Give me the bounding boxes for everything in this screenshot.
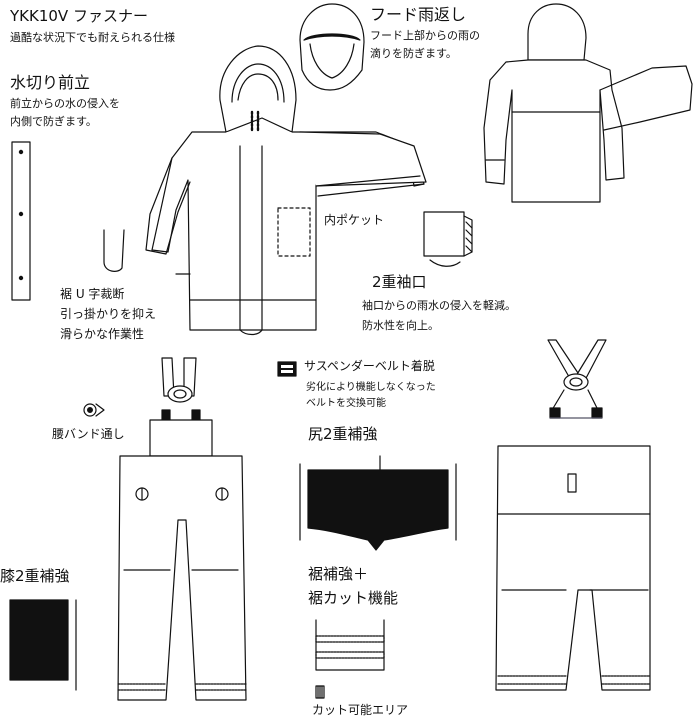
- waist-band-label: 腰バンド通し: [52, 427, 125, 441]
- hem-reinforce-line-1: 裾補強＋: [308, 565, 369, 583]
- jacket-front-illustration: [146, 46, 426, 335]
- overalls-front-illustration: [84, 358, 246, 700]
- double-cuff-desc-2: 防水性を向上。: [362, 319, 439, 332]
- hem-cut-line-3: 滑らかな作業性: [60, 327, 145, 341]
- hem-reinforce-detail: [316, 620, 384, 698]
- hood-closeup-illustration: [300, 4, 364, 90]
- suspender-icon-shape: [278, 362, 296, 376]
- knee-patch: [10, 600, 76, 690]
- hem-cut-line-1: 裾 U 字裁断: [60, 287, 125, 301]
- suspender-title: サスペンダーベルト着脱: [304, 359, 435, 373]
- hood-flap-desc-1: フード上部からの雨の: [370, 29, 480, 42]
- seat-reinforce-label: 尻2重補強: [308, 425, 378, 443]
- overalls-back-illustration: [496, 340, 650, 690]
- double-cuff-title: 2重袖口: [372, 273, 427, 291]
- front-flap-desc-1: 前立からの水の侵入を: [10, 97, 120, 110]
- hem-reinforce-line-2: 裾カット機能: [308, 589, 399, 607]
- knee-reinforce-label: 膝2重補強: [0, 567, 70, 585]
- cuff-detail-illustration: [424, 212, 472, 266]
- seat-patch: [300, 456, 456, 550]
- front-flap-strip: [12, 142, 30, 300]
- hood-flap-desc-2: 滴りを防ぎます。: [370, 47, 457, 60]
- jacket-back-illustration: [484, 4, 692, 202]
- inner-pocket-label: 内ポケット: [324, 213, 385, 227]
- u-hem-shape: [104, 230, 124, 271]
- cut-area-label: カット可能エリア: [312, 703, 409, 717]
- zipper-desc: 過酷な状況下でも耐えられる仕様: [10, 31, 175, 44]
- zipper-title: YKK10V ファスナー: [10, 7, 148, 25]
- front-flap-title: 水切り前立: [10, 73, 91, 92]
- suspender-desc-2: ベルトを交換可能: [306, 398, 386, 409]
- double-cuff-desc-1: 袖口からの雨水の侵入を軽減。: [362, 299, 516, 312]
- hem-cut-line-2: 引っ掛かりを抑え: [60, 307, 157, 321]
- suspender-desc-1: 劣化により機能しなくなった: [306, 382, 436, 393]
- front-flap-desc-2: 内側で防ぎます。: [10, 115, 97, 128]
- hood-flap-title: フード雨返し: [370, 5, 467, 24]
